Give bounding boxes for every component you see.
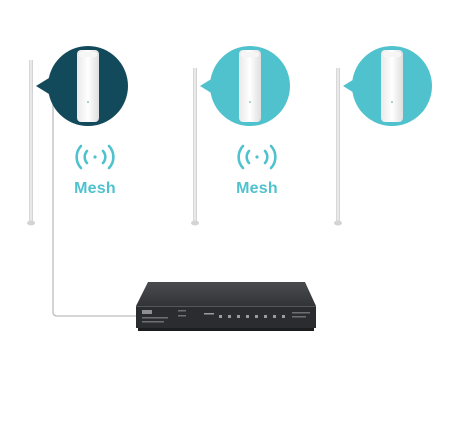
access-point-icon <box>381 50 403 122</box>
mesh-label: Mesh <box>74 180 116 197</box>
mounting-pole-3 <box>334 68 342 226</box>
access-point-icon <box>239 50 261 122</box>
mesh-label: Mesh <box>236 180 278 197</box>
mounting-pole-1 <box>27 60 35 226</box>
network-switch-icon <box>136 282 316 331</box>
access-point-2 <box>200 46 290 126</box>
mounting-pole-2 <box>191 68 199 226</box>
access-point-1 <box>36 46 128 126</box>
access-point-icon <box>77 50 99 122</box>
wireless-signal-icon <box>75 144 115 170</box>
ethernet-cable <box>52 98 137 317</box>
wireless-signal-icon <box>237 144 277 170</box>
access-point-3 <box>343 46 432 126</box>
